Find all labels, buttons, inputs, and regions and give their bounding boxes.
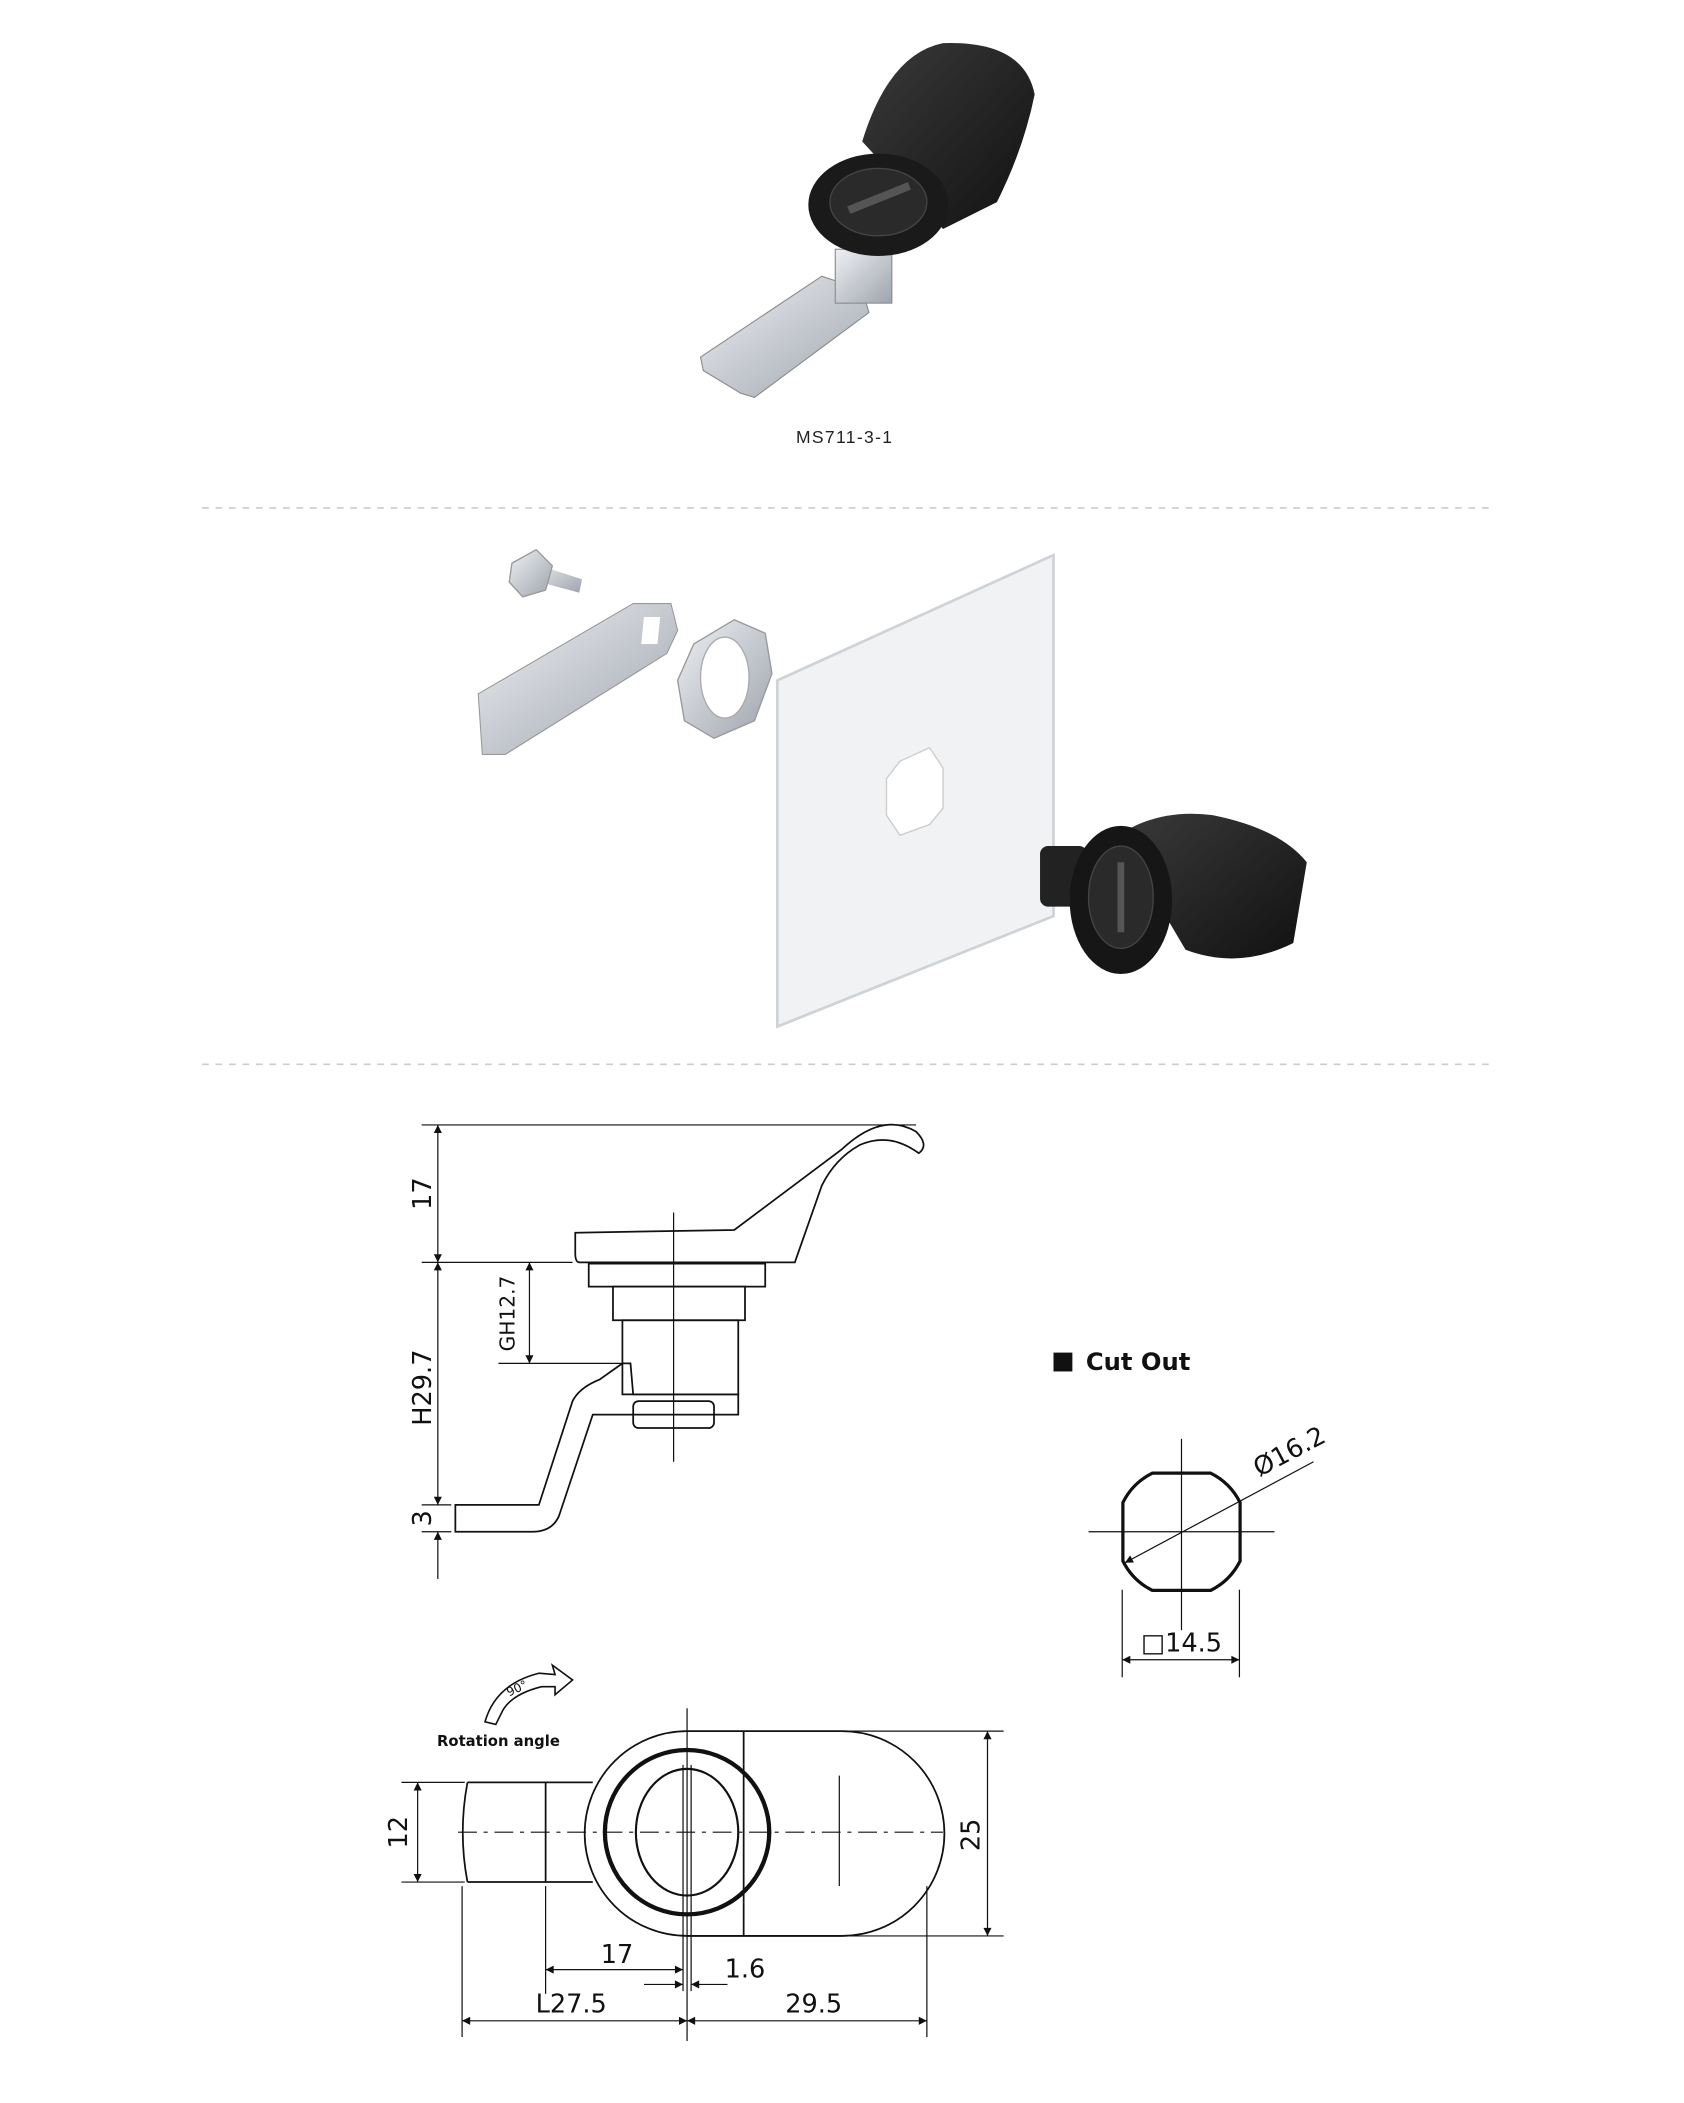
model-label: MS711-3-1 xyxy=(796,427,893,447)
rotation-label: Rotation angle xyxy=(437,1733,560,1750)
dim-grip: GH12.7 xyxy=(496,1276,520,1352)
side-view-drawing: 17 H29.7 3 GH12.7 xyxy=(408,1123,925,1579)
dim-handle-height: 17 xyxy=(408,1177,438,1210)
dim-cam-width: 12 xyxy=(384,1816,414,1849)
dim-cam-length: L27.5 xyxy=(536,1990,607,2020)
dim-body-length: 29.5 xyxy=(785,1990,842,2020)
top-view-drawing: 90° Rotation angle 12 25 17 1.6 L27.5 xyxy=(384,1663,1004,2042)
rotation-arrow-icon xyxy=(483,1663,574,1726)
dim-body-width: 25 xyxy=(956,1819,986,1852)
square-bullet-icon xyxy=(1053,1352,1073,1372)
dim-cam-offset: 17 xyxy=(601,1940,634,1970)
cut-out-drawing: Cut Out Ø16.2 □14.5 xyxy=(1053,1347,1331,1678)
cut-out-title: Cut Out xyxy=(1086,1347,1191,1376)
dim-cam-thickness: 3 xyxy=(408,1510,438,1526)
assembly-illustration xyxy=(477,548,1307,1029)
dim-slot: 1.6 xyxy=(725,1955,766,1985)
dim-height: H29.7 xyxy=(408,1350,438,1426)
product-photo xyxy=(699,42,1035,399)
dim-square: □14.5 xyxy=(1141,1629,1222,1659)
